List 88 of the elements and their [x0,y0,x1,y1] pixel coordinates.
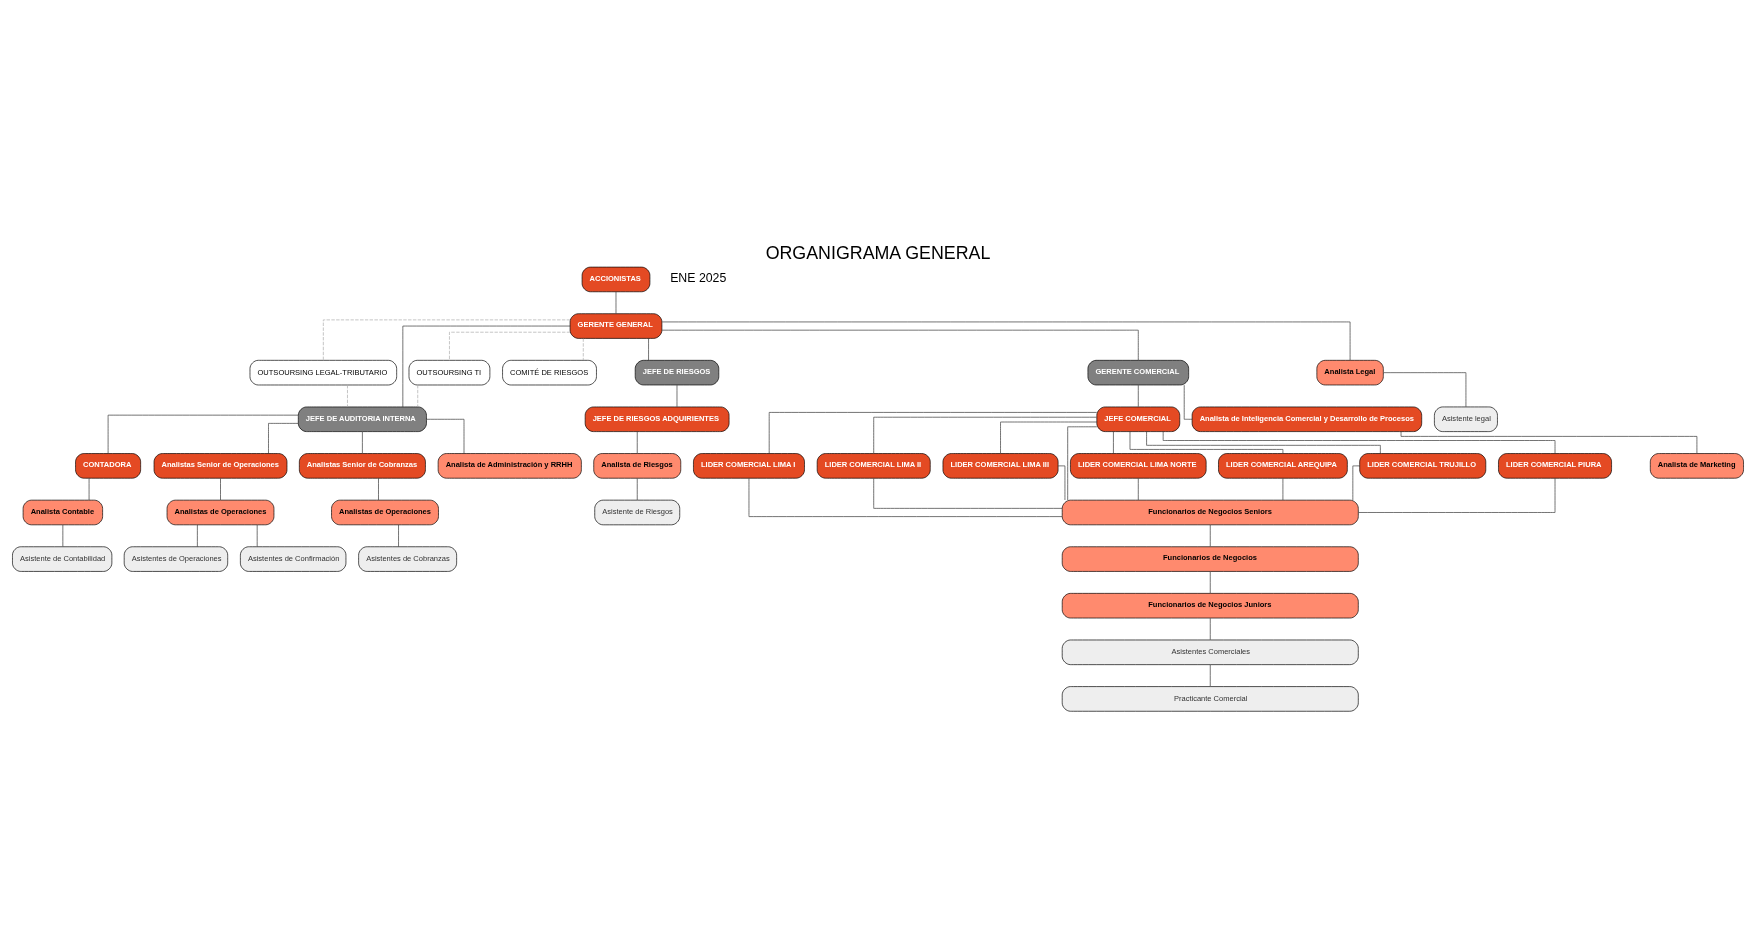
connector [1113,430,1114,454]
connector [648,337,649,360]
connector [347,384,348,407]
connector [582,337,584,360]
connector [322,319,571,360]
connector [1129,430,1284,454]
node-box: Analista de Marketing [1649,452,1744,479]
connector [873,416,1097,454]
connector [1146,430,1381,454]
node-box: GERENTE GENERAL [569,312,663,339]
node-box: LIDER COMERCIAL LIMA NORTE [1070,452,1207,479]
connector [636,477,638,500]
connector [398,524,399,547]
connector [1209,570,1211,594]
node-box: OUTSOURSING LEGAL-TRIBUTARIO [249,359,397,385]
connector [1067,425,1098,500]
connector [378,477,379,500]
node-box: LIDER COMERCIAL LIMA I [693,452,805,479]
connector [1162,430,1556,454]
node-box: JEFE DE RIESGOS [634,359,720,385]
connector [107,414,299,454]
connector [62,524,64,547]
connector [1000,421,1098,454]
node-box: Analista de Administración y RRHH [437,452,582,479]
connector [661,321,1351,360]
node-box: Analista Legal [1316,359,1384,385]
node-box: Analistas de Operaciones [331,499,439,525]
node-box: JEFE DE RIESGOS ADQUIRIENTES [584,406,730,432]
node-box: Asistente de Riesgos [594,499,681,525]
connector [426,418,465,454]
node-box: LIDER COMERCIAL TRUJILLO [1359,452,1487,479]
node-box: Asistentes de Operaciones [123,545,229,572]
node-box: LIDER COMERCIAL AREQUIPA [1218,452,1348,479]
node-box: OUTSOURSING TI [408,359,491,385]
connector [1137,477,1139,500]
connector [256,524,258,547]
connector [220,477,221,500]
label: ENE 2025 [670,270,727,285]
node-box: Funcionarios de Negocios Juniors [1061,592,1359,618]
connector [748,477,1063,517]
connector [1209,663,1211,687]
connector [1057,465,1066,500]
node-box: JEFE COMERCIAL [1096,406,1181,432]
connector [197,524,198,547]
node-box: LIDER COMERCIAL PIURA [1498,452,1612,479]
node-box: Analista de Riesgos [593,452,682,479]
node-box: Asistente legal [1434,406,1498,432]
node-box: GERENTE COMERCIAL [1087,359,1189,385]
connector [661,329,1139,360]
connector [1137,384,1139,407]
node-box: Analista de Inteligencia Comercial y Desarrollo de Procesos [1191,406,1423,432]
connector [1183,384,1193,420]
node-box: LIDER COMERCIAL LIMA II [816,452,931,479]
node-box: ACCIONISTAS [581,266,651,292]
connector [768,411,1097,454]
node-box: Asistente de Contabilidad [12,545,113,572]
diagram-title: ORGANIGRAMA GENERAL [765,242,991,263]
node-box: LIDER COMERCIAL LIMA III [942,452,1059,479]
connector [615,291,617,314]
node-box: JEFE DE AUDITORIA INTERNA [297,406,427,432]
node-box: Analistas Senior de Operaciones [153,452,288,479]
connector [1209,617,1211,640]
connector [268,422,299,454]
connector [88,477,90,500]
connector [402,325,571,407]
connector [417,384,419,407]
node-box: Asistentes de Cobranzas [358,545,457,572]
connector [1383,371,1467,407]
connector [1400,430,1698,454]
connector [1282,477,1284,500]
connector [873,477,1063,509]
node-box: Asistentes de Confirmación [240,545,347,572]
connector [449,331,571,361]
node-box: Analistas Senior de Cobranzas [299,452,426,479]
connector [1358,477,1556,513]
node-box: Analista Contable [22,499,103,525]
node-box: CONTADORA [75,452,141,479]
connector [362,430,363,454]
node-box: Practicante Comercial [1061,685,1359,712]
node-box: Analistas de Operaciones [166,499,275,525]
node-box: COMITÉ DE RIESGOS [502,359,597,385]
connector [636,430,638,454]
node-box: Funcionarios de Negocios [1061,545,1359,572]
connector [1209,524,1211,547]
node-box: Asistentes Comerciales [1061,639,1359,665]
connector [676,384,678,407]
node-box: Funcionarios de Negocios Seniors [1061,499,1359,525]
connector [1352,465,1360,500]
